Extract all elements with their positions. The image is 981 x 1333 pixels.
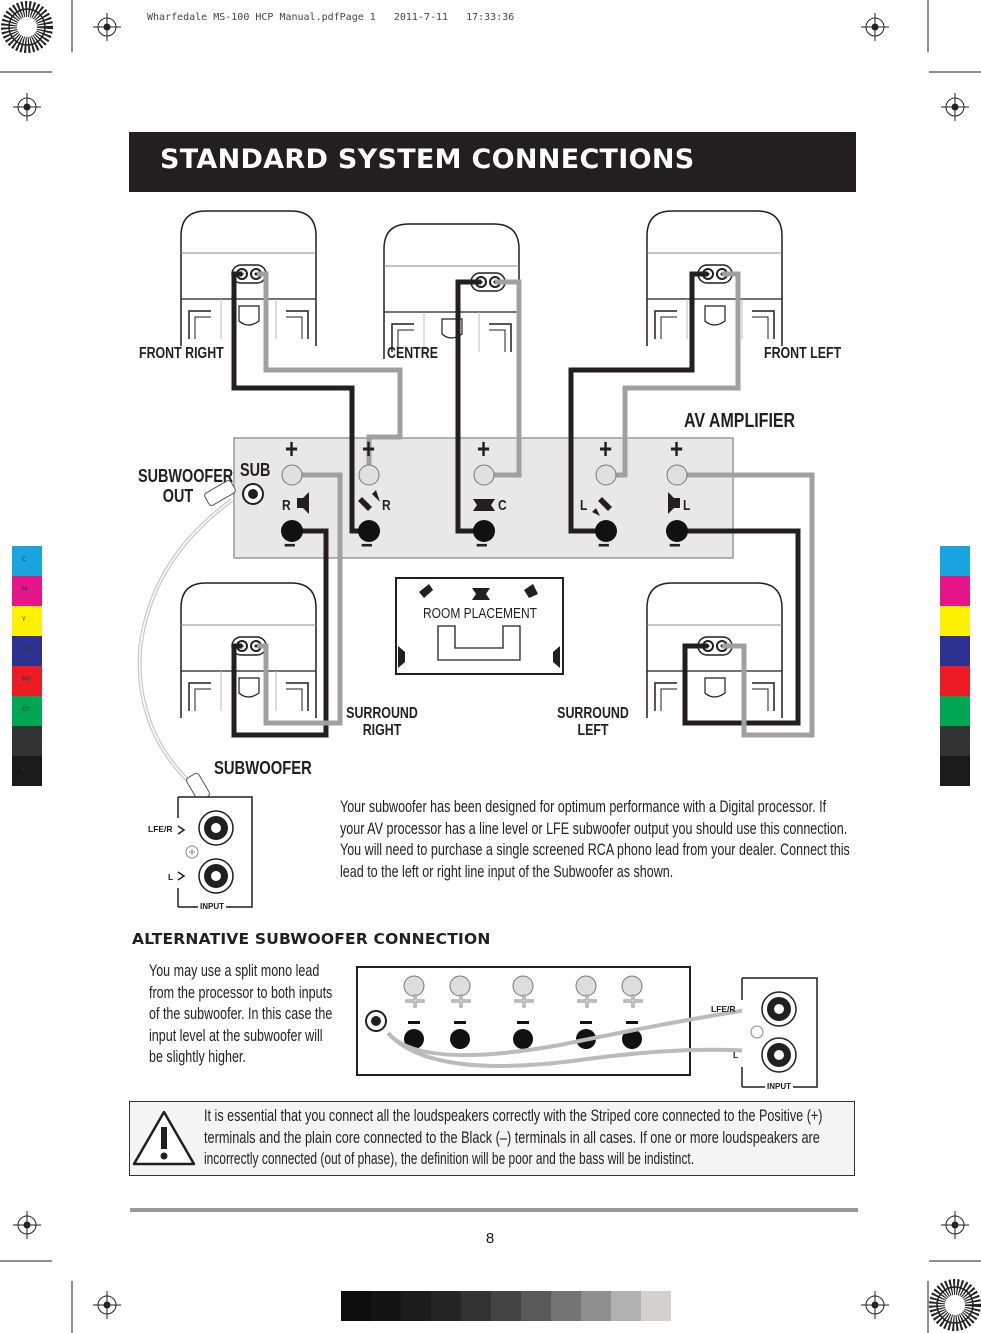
alt-terminals (365, 975, 643, 1049)
footer-rule (130, 1208, 858, 1212)
minus-sign: – (476, 528, 488, 558)
alt-input-label-l: L (733, 1050, 739, 1060)
page-number: 8 (485, 1230, 495, 1247)
input-label-l: L (168, 872, 174, 882)
label-front-left: FRONT LEFT (764, 345, 842, 362)
channel-label: R (282, 497, 291, 514)
room-speaker-icons (398, 584, 560, 668)
label-subwoofer: SUBWOOFER (214, 757, 312, 778)
title-bar: STANDARD SYSTEM CONNECTIONS (129, 132, 856, 192)
speaker-front-right (180, 210, 317, 347)
alt-paragraph: You may use a split mono lead from the p… (149, 962, 333, 1067)
alt-input-label: INPUT (765, 1082, 793, 1091)
alt-input-label-lfe: LFE/R (711, 1004, 736, 1014)
warning-text: It is essential that you connect all the… (204, 1107, 823, 1169)
crosshair-icon (13, 13, 969, 1319)
label-centre: CENTRE (387, 345, 438, 362)
minus-sign: – (598, 528, 610, 558)
input-label-lfe: LFE/R (148, 824, 173, 834)
speaker-glyph-icon (297, 490, 680, 516)
channel-label: C (498, 497, 507, 514)
warning-box (129, 1101, 855, 1176)
color-bar-right (940, 546, 970, 786)
label-av-amplifier: AV AMPLIFIER (684, 410, 796, 432)
color-bar-left: C M Y CM MY CY CMY K (12, 546, 42, 786)
channel-label: L (580, 497, 588, 514)
channel-label: R (382, 497, 391, 514)
speaker-front-left (646, 210, 783, 347)
gray-scale-bar (341, 1291, 671, 1321)
room-placement-label: ROOM PLACEMENT (422, 605, 537, 622)
alt-heading: ALTERNATIVE SUBWOOFER CONNECTION (132, 930, 491, 948)
speaker-centre (383, 223, 520, 360)
minus-sign: – (669, 528, 681, 558)
print-header: Wharfedale MS-100 HCP Manual.pdfPage 1 2… (147, 12, 515, 23)
channel-label: L (683, 497, 691, 514)
plus-sign: + (599, 433, 613, 464)
speaker-surround-left (646, 582, 783, 719)
plus-sign: + (362, 433, 376, 464)
intro-paragraph: Your subwoofer has been designed for opt… (340, 798, 850, 881)
plus-sign: + (477, 433, 491, 464)
label-sub: SUB (240, 460, 271, 480)
plus-sign: + (670, 433, 684, 464)
speaker-surround-right (180, 582, 317, 719)
minus-sign: – (284, 528, 296, 558)
plus-sign: + (285, 433, 299, 464)
input-label: INPUT (198, 902, 226, 911)
label-front-right: FRONT RIGHT (139, 345, 224, 362)
minus-sign: – (361, 528, 373, 558)
page-title: STANDARD SYSTEM CONNECTIONS (160, 144, 695, 175)
amp-terminals (242, 464, 688, 542)
